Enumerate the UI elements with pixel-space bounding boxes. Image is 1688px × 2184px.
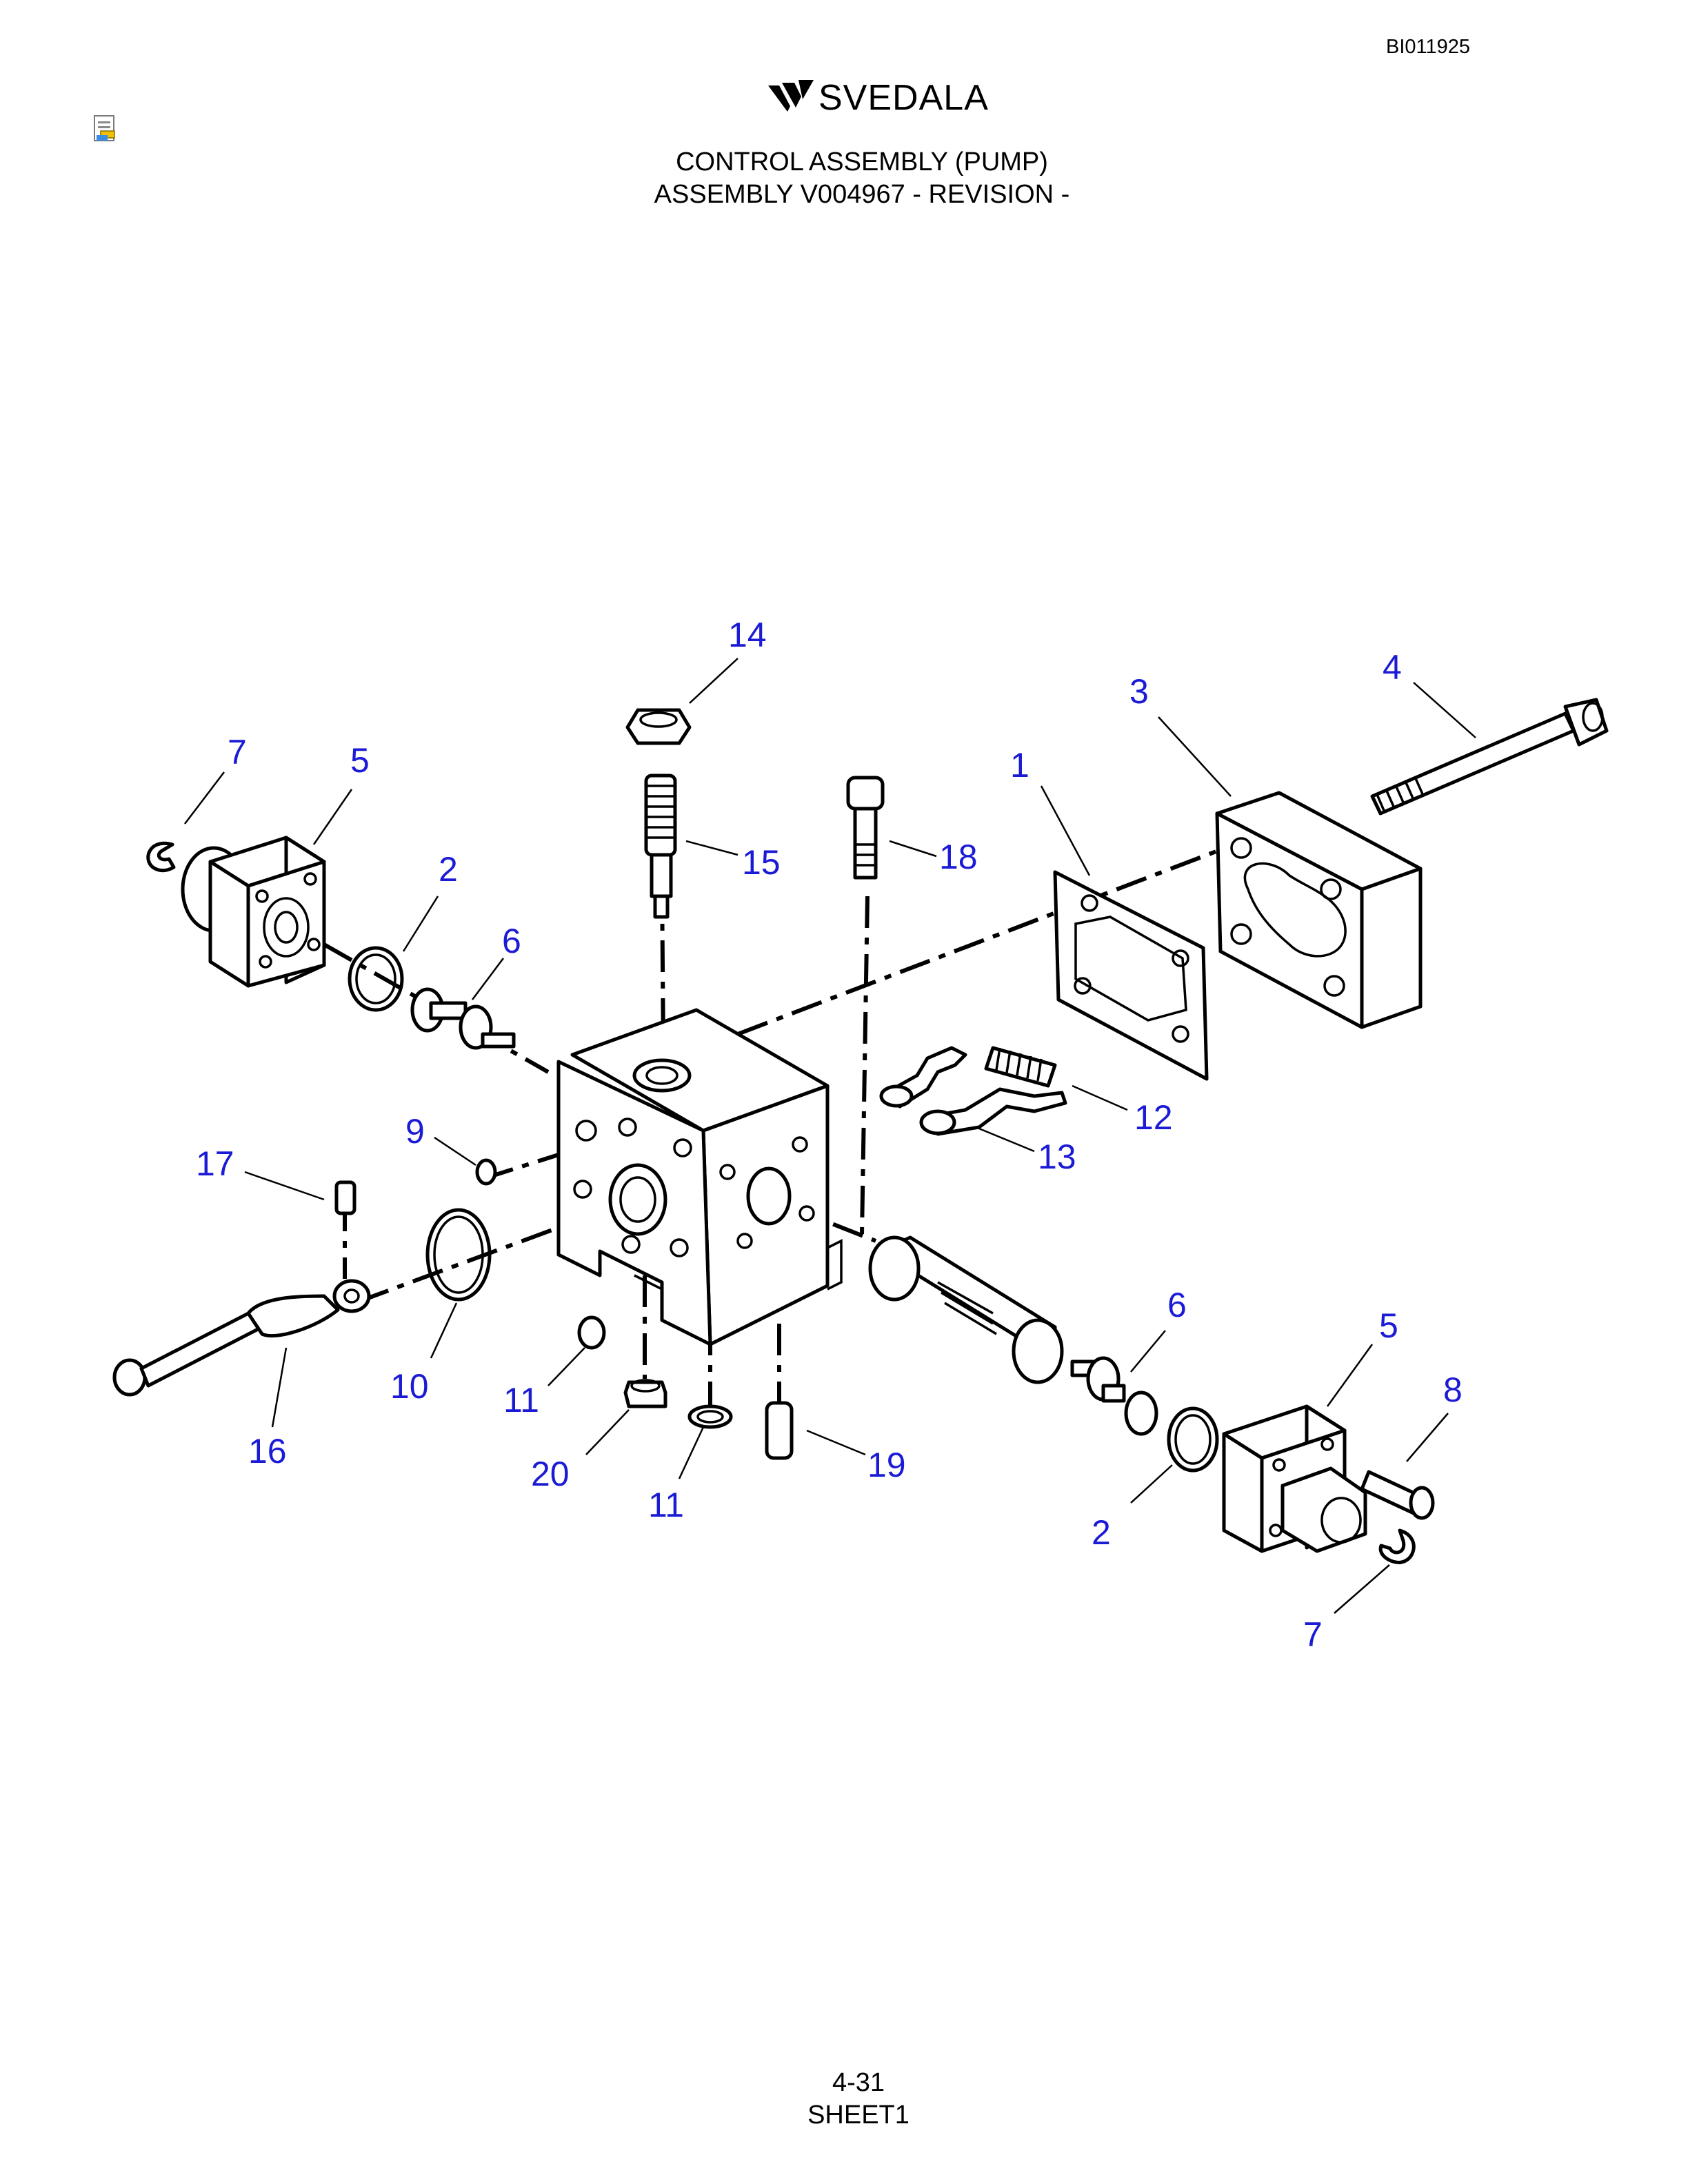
assembly-number: ASSEMBLY V004967 - REVISION - (654, 180, 1070, 209)
callout-9: 9 (405, 1112, 425, 1151)
part-4-long-bolt (1370, 698, 1609, 816)
part-11-o-ring-upper (577, 1315, 606, 1350)
callout-19: 19 (867, 1446, 906, 1484)
part-6-spool-right (1070, 1356, 1158, 1436)
callout-10: 10 (390, 1367, 429, 1406)
callout-7-left: 7 (228, 733, 247, 771)
brand-name: SVEDALA (818, 78, 989, 118)
callout-4: 4 (1383, 648, 1402, 687)
attachment-file-icon[interactable] (92, 114, 119, 143)
page-footer: 4-31 SHEET1 (0, 2067, 1688, 2132)
callout-13: 13 (1038, 1138, 1076, 1176)
callout-2-right: 2 (1092, 1513, 1111, 1552)
sheet-label: SHEET1 (807, 2101, 910, 2130)
callout-1: 1 (1010, 746, 1029, 785)
callout-5-left: 5 (350, 741, 370, 780)
callout-14: 14 (728, 616, 767, 654)
part-14-nut (625, 708, 692, 745)
part-18-cap-screw (846, 776, 885, 880)
part-19-dowel-pin (765, 1401, 794, 1460)
part-9-small-o-ring (475, 1158, 497, 1186)
part-2-o-ring-right (1167, 1406, 1219, 1473)
callout-11-upper: 11 (503, 1381, 539, 1419)
callout-16: 16 (248, 1432, 287, 1470)
page-number: 4-31 (832, 2068, 885, 2097)
callout-5-right: 5 (1379, 1306, 1398, 1345)
part-7-snap-ring-right (1378, 1528, 1416, 1564)
document-id: BI011925 (1386, 36, 1471, 58)
brand-logo: SVEDALA (767, 76, 988, 119)
callout-numbers: 14 3 4 7 5 1 2 15 18 6 12 9 13 17 6 5 8 … (196, 616, 1463, 1654)
callout-leaders (184, 658, 1476, 1614)
part-5-end-cover-left (181, 836, 326, 988)
part-16-handle-rod (112, 1279, 371, 1397)
part-15-threaded-stud (644, 774, 677, 919)
callout-20: 20 (531, 1455, 570, 1493)
pump-control-body (556, 1008, 843, 1346)
callout-11-lower: 11 (648, 1486, 684, 1524)
part-2-o-ring-left (348, 946, 404, 1012)
part-13-lever (919, 1087, 1067, 1136)
callout-15: 15 (742, 843, 781, 882)
drawing-title: CONTROL ASSEMBLY (PUMP) (676, 148, 1048, 176)
callout-8: 8 (1443, 1371, 1463, 1409)
callout-7-right: 7 (1303, 1615, 1323, 1654)
callout-18: 18 (939, 838, 978, 876)
part-20-plug (623, 1379, 667, 1408)
callout-6-left: 6 (502, 922, 521, 960)
callout-2-left: 2 (439, 850, 458, 889)
part-12-lever-spring (879, 1046, 1057, 1109)
control-sleeve (868, 1235, 1064, 1384)
callout-17: 17 (196, 1144, 234, 1183)
callout-12: 12 (1134, 1098, 1173, 1137)
part-17-set-screw (334, 1180, 356, 1215)
part-8-cap-screw (1360, 1470, 1435, 1520)
part-3-adapter-block (1215, 791, 1423, 1029)
title-block: CONTROL ASSEMBLY (PUMP) ASSEMBLY V004967… (0, 146, 1688, 211)
part-10-large-o-ring (425, 1208, 492, 1302)
part-6-spool-left (410, 987, 516, 1050)
part-7-snap-ring-left (146, 841, 176, 873)
part-1-gasket (1053, 870, 1209, 1081)
callout-3: 3 (1129, 672, 1149, 711)
callout-6-right: 6 (1167, 1286, 1187, 1324)
svedala-mark-icon (768, 80, 814, 112)
part-11-o-ring-lower (687, 1404, 733, 1429)
part-5-end-cover-right (1222, 1404, 1367, 1553)
